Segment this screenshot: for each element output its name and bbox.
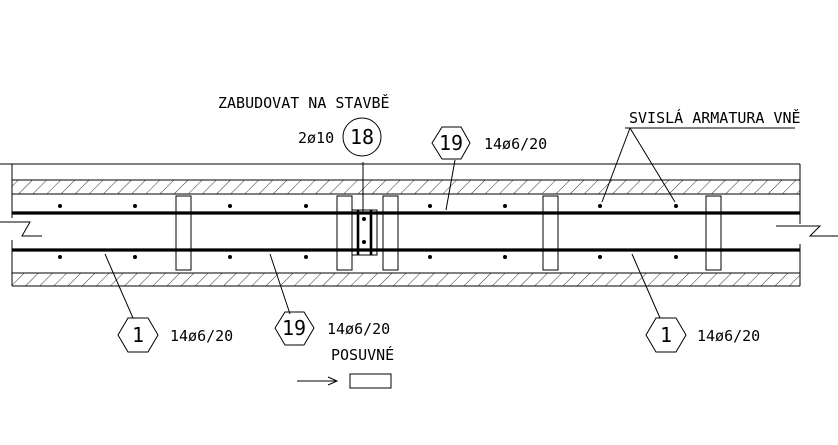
stirrup [175,195,192,271]
marker-1-right-number: 1 [660,323,672,347]
marker-18-number: 18 [350,125,374,149]
hexagon-marker-1-right [645,317,687,353]
marker-19-top-spec: 14ø6/20 [484,135,547,153]
label-zabudovat-na-stavbe: ZABUDOVAT NA STAVBĚ [218,93,390,112]
left-break-symbol [0,221,42,237]
top-cover-hatch [12,180,800,194]
rebar-dot [674,255,678,259]
right-break-symbol [776,225,838,237]
hexagon-marker-19-top [431,126,471,160]
leader-svisla-2 [629,127,676,203]
rebar-dot [598,204,602,208]
rebar-dot [304,255,308,259]
sliding-box [349,373,392,389]
rebar-dot [228,255,232,259]
stirrup [705,195,722,271]
arrow-head-icon [327,376,339,386]
leader-1-left [104,253,134,319]
stirrup [382,195,399,271]
leader-lines [104,127,795,319]
marker-18: 18 [342,117,382,157]
sliding-symbol [297,373,392,389]
leader-1-right [631,253,661,319]
marker-19-bottom-number: 19 [282,316,306,340]
marker-1-right-spec: 14ø6/20 [697,327,760,345]
marker-19-bottom-spec: 14ø6/20 [327,320,390,338]
rebar-dot [503,204,507,208]
rebar-dot [304,204,308,208]
rebar-dot [428,255,432,259]
leader-19-top [445,159,456,211]
bottom-cover-hatch [12,273,800,286]
label-posuvne: POSUVNÉ [331,345,394,364]
marker-19-top: 19 14ø6/20 [431,126,547,160]
hexagon-marker-19-bottom [274,311,315,346]
marker-1-left-spec: 14ø6/20 [170,327,233,345]
rebar-dot [133,204,137,208]
vertical-rebar-dots [58,204,678,259]
stirrup [542,195,559,271]
label-svisla-armatura-vne: SVISLÁ ARMATURA VNĚ [629,108,801,127]
rebar-dot [58,255,62,259]
connector-dot [362,240,366,244]
leader-svisla-1 [601,127,631,203]
connector-dot [362,217,366,221]
rebar-dot [674,204,678,208]
rebar-dot [503,255,507,259]
leader-19-bottom [269,253,291,315]
marker-1-left: 1 14ø6/20 [117,317,233,353]
stirrup [336,195,353,271]
hexagon-marker-1-left [117,317,159,353]
connector-frame [351,209,378,256]
stirrups [175,195,722,271]
connector-bars-18 [351,209,378,256]
marker-1-right: 1 14ø6/20 [645,317,760,353]
circle-marker-18 [342,117,382,157]
rebar-dot [428,204,432,208]
marker-19-bottom: 19 14ø6/20 [274,311,390,346]
wall-section [0,163,838,287]
marker-1-left-number: 1 [132,323,144,347]
label-2d10: 2ø10 [298,129,334,147]
rebar-dot [598,255,602,259]
rebar-dot [228,204,232,208]
rebar-dot [58,204,62,208]
rebar-dot [133,255,137,259]
marker-19-top-number: 19 [439,131,463,155]
